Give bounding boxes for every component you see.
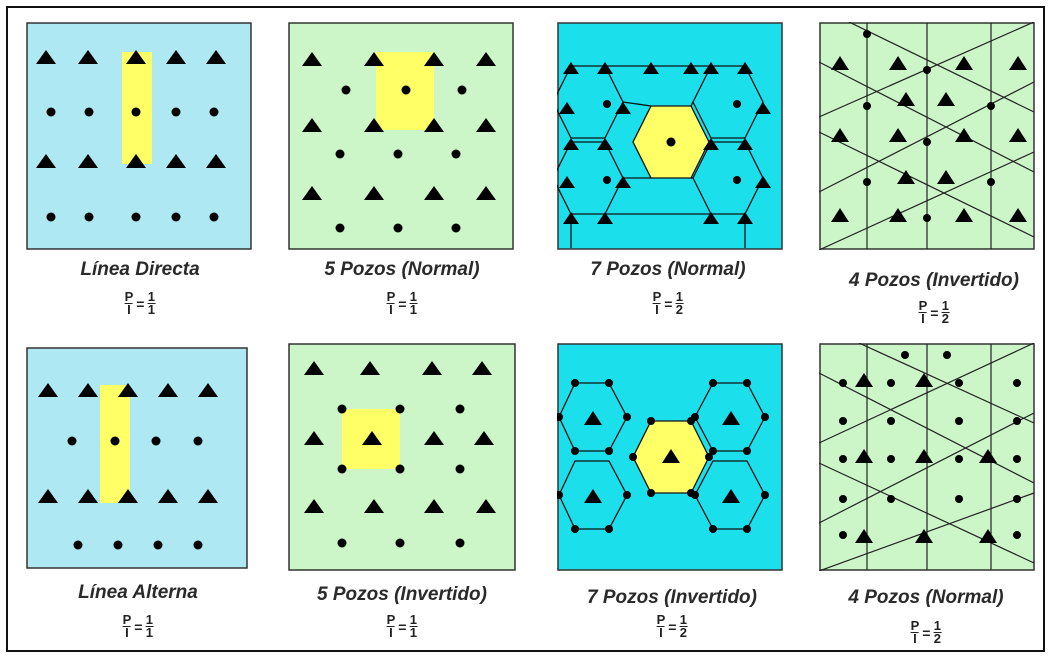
row-dots bbox=[46, 107, 219, 222]
row-triangles bbox=[36, 50, 226, 168]
caption-7-pozos-normal: 7 Pozos (Normal) bbox=[590, 259, 746, 280]
diagram-5-pozos-invertido bbox=[288, 343, 516, 571]
panel-linea-alterna bbox=[26, 347, 248, 569]
diagram-linea-alterna bbox=[26, 347, 248, 569]
caption-5-pozos-invertido: 5 Pozos (Invertido) bbox=[317, 584, 487, 605]
diagram-7-pozos-normal bbox=[557, 22, 783, 250]
caption-linea-directa: Línea Directa bbox=[80, 259, 200, 280]
diagram-4-pozos-normal bbox=[819, 343, 1035, 571]
panel-linea-directa bbox=[26, 22, 252, 250]
panel-7-pozos-invertido bbox=[557, 343, 783, 571]
diagram-4-pozos-invertido bbox=[819, 22, 1035, 250]
diagram-7-pozos-invertido bbox=[557, 343, 783, 571]
panel-5-pozos-normal bbox=[288, 22, 514, 250]
panel-5-pozos-invertido bbox=[288, 343, 516, 571]
panel-7-pozos-normal bbox=[557, 22, 783, 250]
diagram-linea-directa bbox=[26, 22, 252, 250]
caption-4-pozos-invertido: 4 Pozos (Invertido) bbox=[849, 270, 1019, 291]
caption-4-pozos-normal: 4 Pozos (Normal) bbox=[848, 587, 1004, 608]
caption-7-pozos-invertido: 7 Pozos (Invertido) bbox=[587, 587, 757, 608]
diagram-5-pozos-normal bbox=[288, 22, 514, 250]
caption-linea-alterna: Línea Alterna bbox=[78, 582, 198, 603]
panel-4-pozos-invertido bbox=[819, 22, 1035, 250]
caption-5-pozos-normal: 5 Pozos (Normal) bbox=[324, 259, 480, 280]
panel-4-pozos-normal bbox=[819, 343, 1035, 571]
